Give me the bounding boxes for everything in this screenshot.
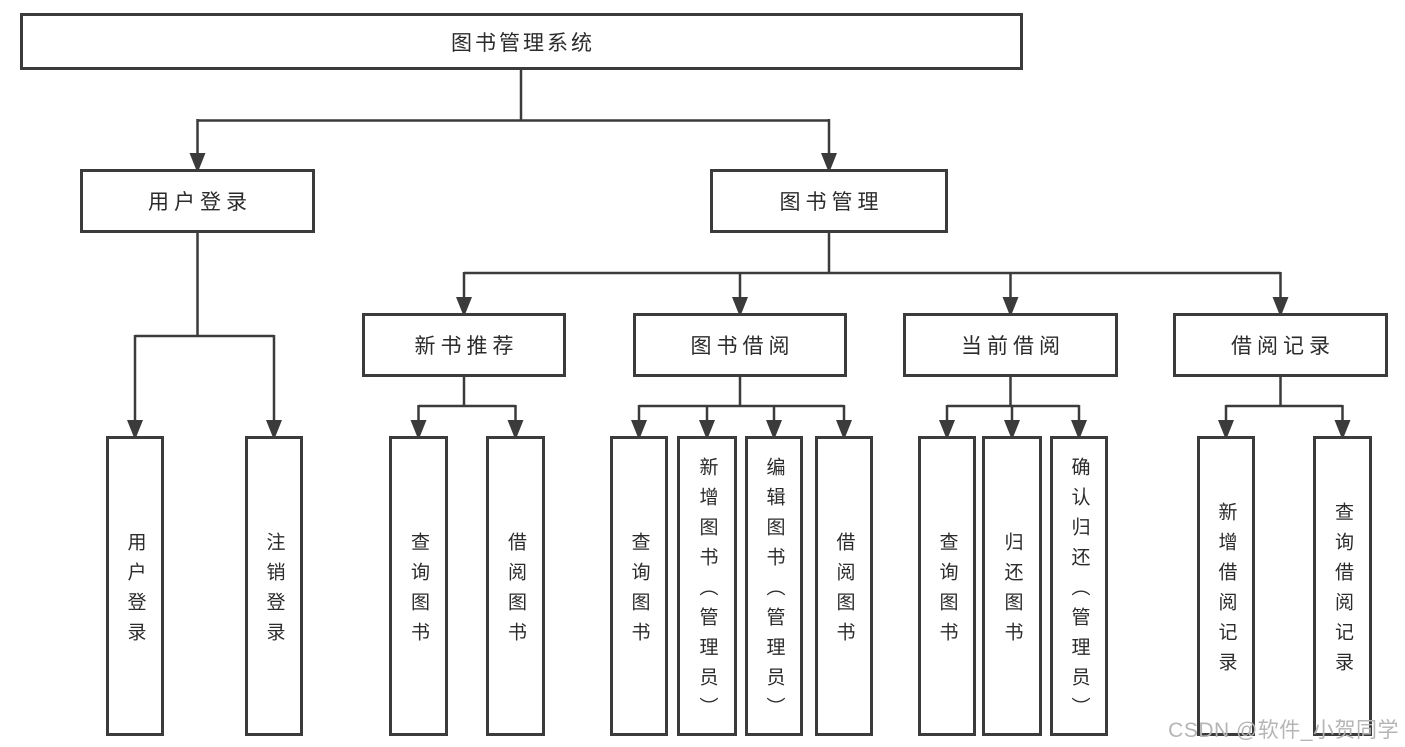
- leaf-user-login: 用户登录: [106, 436, 164, 736]
- leaf-label: 确认归还（管理员）: [1068, 456, 1090, 727]
- node-label: 新书推荐: [414, 335, 519, 358]
- node-user-login: 用户登录: [80, 169, 315, 233]
- leaf-label: 查询图书: [936, 531, 958, 652]
- node-label: 图书管理系统: [451, 31, 595, 55]
- leaf-label: 新增借阅记录: [1215, 501, 1237, 682]
- leaf-logout: 注销登录: [245, 436, 303, 736]
- node-label: 图书借阅: [690, 335, 795, 358]
- leaf-borrow-books-recommend: 借阅图书: [486, 436, 545, 736]
- leaf-confirm-return-admin: 确认归还（管理员）: [1050, 436, 1108, 736]
- node-system-root: 图书管理系统: [20, 13, 1023, 70]
- leaf-query-borrow-record: 查询借阅记录: [1313, 436, 1372, 736]
- connector-arrows: [127, 119, 1351, 440]
- node-new-book-recommend: 新书推荐: [362, 313, 566, 377]
- leaf-return-book: 归还图书: [982, 436, 1042, 736]
- leaf-add-book-admin: 新增图书（管理员）: [677, 436, 737, 736]
- leaf-label: 新增图书（管理员）: [696, 456, 718, 727]
- leaf-borrow-books-borrowing: 借阅图书: [815, 436, 873, 736]
- leaf-label: 查询借阅记录: [1332, 501, 1353, 682]
- leaf-label: 借阅图书: [833, 531, 855, 652]
- node-book-management: 图书管理: [710, 169, 948, 233]
- leaf-add-borrow-record: 新增借阅记录: [1197, 436, 1255, 736]
- leaf-label: 归还图书: [1001, 531, 1023, 652]
- node-label: 图书管理: [779, 191, 884, 214]
- node-book-borrowing: 图书借阅: [633, 313, 847, 377]
- leaf-label: 查询图书: [408, 531, 429, 652]
- node-borrow-records: 借阅记录: [1173, 313, 1388, 377]
- leaf-label: 查询图书: [628, 531, 650, 652]
- node-label: 当前借阅: [961, 335, 1065, 358]
- leaf-query-books-recommend: 查询图书: [389, 436, 448, 736]
- leaf-label: 用户登录: [124, 531, 146, 652]
- csdn-watermark: CSDN @软件_小贺同学: [1168, 719, 1399, 742]
- node-label: 用户登录: [148, 191, 252, 214]
- leaf-label: 借阅图书: [505, 531, 526, 652]
- leaf-query-books-current: 查询图书: [918, 436, 976, 736]
- leaf-label: 注销登录: [263, 531, 285, 652]
- leaf-query-books-borrowing: 查询图书: [610, 436, 668, 736]
- node-label: 借阅记录: [1231, 335, 1335, 358]
- leaf-label: 编辑图书（管理员）: [763, 456, 785, 727]
- node-current-borrowing: 当前借阅: [903, 313, 1118, 377]
- leaf-edit-book-admin: 编辑图书（管理员）: [745, 436, 803, 736]
